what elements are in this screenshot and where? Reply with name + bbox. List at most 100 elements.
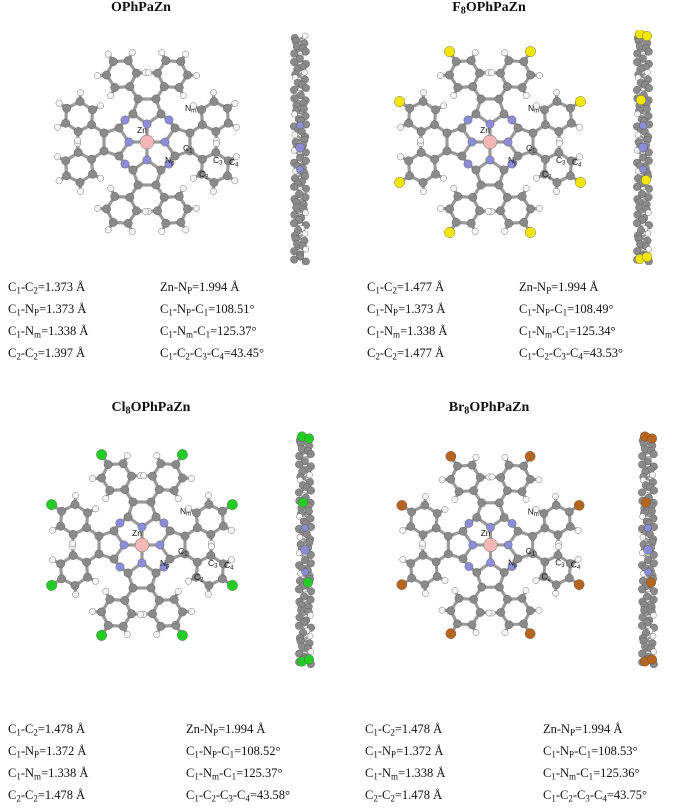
hydrogen-atom <box>210 89 217 96</box>
carbon-atom <box>644 156 653 165</box>
hydrogen-atom <box>92 577 99 585</box>
carbon-atom <box>444 549 453 559</box>
carbon-atom <box>110 192 120 201</box>
hydrogen-atom <box>54 123 62 131</box>
carbon-atom <box>165 554 175 564</box>
hydrogen-atom <box>54 153 62 161</box>
carbon-atom <box>513 123 523 133</box>
hydrogen-atom <box>488 473 496 481</box>
carbon-atom <box>638 452 647 461</box>
carbon-atom <box>82 557 92 567</box>
nitrogen-atom <box>296 121 304 130</box>
carbon-atom <box>161 56 171 66</box>
carbon-atom <box>218 574 227 584</box>
halogen-atom <box>640 497 652 508</box>
carbon-atom <box>407 507 416 517</box>
label-c3: C3 <box>208 558 218 569</box>
carbon-atom <box>416 127 426 136</box>
nitrogen-atom <box>300 545 310 555</box>
nitrogen-atom <box>507 519 517 528</box>
carbon-atom <box>633 58 642 67</box>
carbon-atom <box>301 156 310 165</box>
carbon-atom <box>123 218 133 228</box>
carbon-atom <box>128 497 138 507</box>
nitrogen-atom <box>644 524 652 532</box>
value-row: C1-Nm=1.338 Å C1-Nm-C1=125.37° <box>8 320 338 342</box>
hydrogen-atom <box>145 69 152 77</box>
hydrogen-atom <box>212 140 220 147</box>
label-c4: C4 <box>229 157 239 168</box>
hydrogen-atom <box>72 591 79 598</box>
carbon-atom <box>458 526 468 536</box>
carbon-atom <box>57 574 66 584</box>
carbon-atom <box>635 203 644 212</box>
hydrogen-atom <box>291 110 298 118</box>
hydrogen-atom <box>488 69 495 77</box>
carbon-atom <box>453 619 462 629</box>
carbon-atom <box>174 192 184 201</box>
hydrogen-atom <box>49 556 57 564</box>
angle-value: C1-NP-C1=108.53° <box>543 744 638 760</box>
nitrogen-atom <box>639 121 647 130</box>
carbon-atom <box>161 218 171 228</box>
bond-value: C1-C2=1.478 Å <box>8 722 86 738</box>
halogen-atom <box>646 577 657 588</box>
carbon-atom <box>431 105 440 115</box>
carbon-atom <box>301 47 310 56</box>
hydrogen-atom <box>501 49 509 57</box>
hydrogen-atom <box>89 608 96 615</box>
carbon-atom <box>206 530 216 539</box>
nitrogen-atom <box>485 155 495 165</box>
carbon-atom <box>468 192 478 202</box>
label-c3: C3 <box>213 155 223 166</box>
carbon-atom <box>68 530 78 539</box>
nitrogen-atom <box>486 558 495 567</box>
angle-value: C1-C2-C3-C4=43.58° <box>186 788 291 804</box>
halogen-atom <box>96 449 107 460</box>
carbon-atom <box>70 500 80 509</box>
carbon-atom <box>551 500 561 510</box>
carbon-atom <box>468 82 478 92</box>
hydrogen-atom <box>72 492 79 499</box>
carbon-atom <box>83 572 92 582</box>
hydrogen-atom <box>182 226 190 234</box>
carbon-atom <box>633 86 642 95</box>
carbon-atom <box>503 486 512 495</box>
carbon-atom <box>156 109 166 119</box>
hydrogen-atom <box>207 543 215 550</box>
carbon-atom <box>517 83 527 92</box>
hydrogen-atom <box>522 587 530 594</box>
carbon-atom <box>525 606 535 615</box>
carbon-atom <box>306 550 315 559</box>
hydrogen-atom <box>179 92 187 99</box>
zinc-atom <box>139 134 155 150</box>
carbon-atom <box>540 557 550 567</box>
carbon-atom <box>108 57 118 66</box>
nitrogen-atom <box>463 115 473 125</box>
angle-value: C1-Nm-C1=125.36° <box>543 766 640 782</box>
carbon-atom <box>525 474 535 484</box>
carbon-atom <box>513 554 523 564</box>
carbon-atom <box>223 103 232 113</box>
hydrogen-atom <box>522 496 530 503</box>
carbon-atom <box>565 559 575 568</box>
carbon-atom <box>431 557 441 567</box>
bond-value: C1-Nm=1.338 Å <box>8 766 89 782</box>
carbon-atom <box>105 595 115 604</box>
carbon-atom <box>87 154 97 164</box>
halogen-atom <box>396 579 408 590</box>
hydrogen-atom <box>634 110 641 118</box>
angle-value: C1-Nm-C1=125.37° <box>160 324 257 340</box>
halogen-atom <box>394 177 405 188</box>
carbon-atom <box>471 165 481 175</box>
carbon-atom <box>503 595 512 604</box>
carbon-atom <box>57 506 66 516</box>
carbon-atom <box>633 49 642 58</box>
hydrogen-atom <box>231 99 239 107</box>
bond-value: C1-Nm=1.338 Å <box>8 324 89 340</box>
